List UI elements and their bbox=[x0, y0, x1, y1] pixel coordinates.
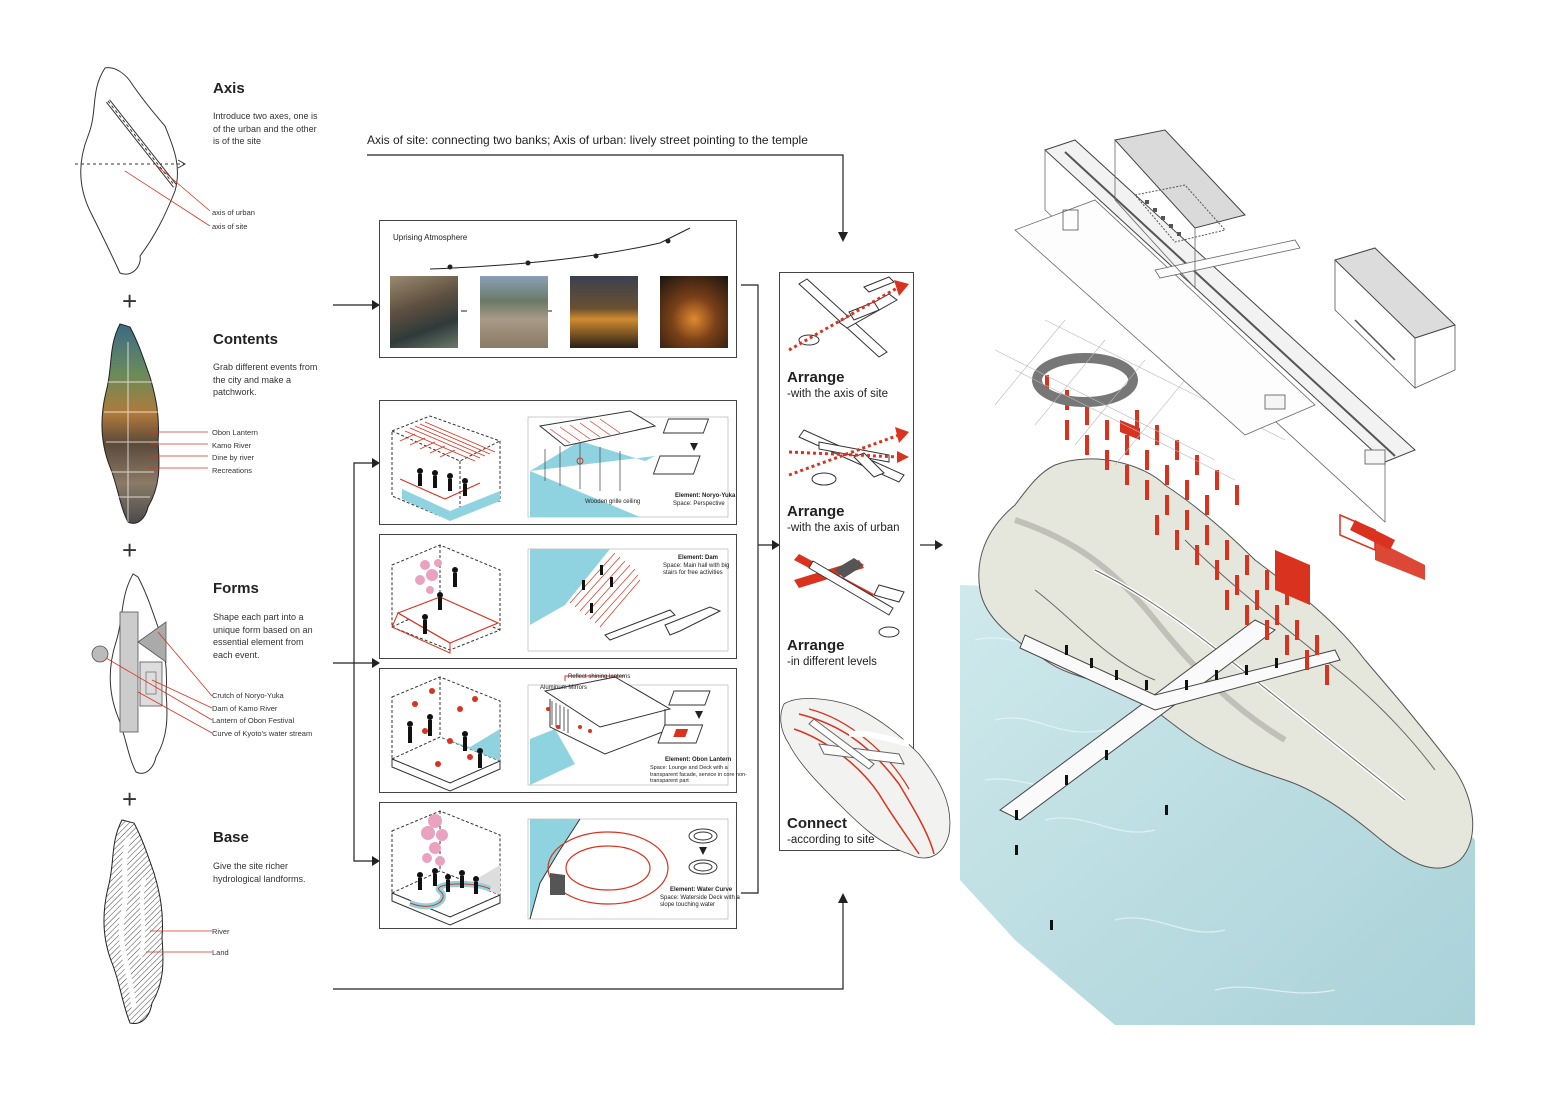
plus-sign: + bbox=[122, 784, 138, 814]
forms-title: Forms bbox=[213, 580, 259, 597]
obon-lantern-drawing bbox=[391, 675, 729, 792]
dam-drawing bbox=[391, 544, 729, 654]
contents-label-recreations: Recreations bbox=[212, 466, 253, 475]
atmosphere-title: Uprising Atmosphere bbox=[393, 233, 468, 242]
panel4-element: Element: Water Curve bbox=[670, 887, 733, 893]
panel1-annotation: Wooden grille ceiling bbox=[585, 499, 641, 505]
panel4-space: Space: Waterside Deck with a slope touch… bbox=[660, 895, 740, 908]
panel3-annotation: Aluminum Mirrors bbox=[540, 685, 588, 691]
panel3-space: Space: Lounge and Deck with a transparen… bbox=[650, 765, 747, 784]
base-label-river: River bbox=[212, 927, 230, 936]
plus-sign: + bbox=[122, 535, 138, 565]
forms-description: Shape each part into a unique form based… bbox=[213, 612, 313, 660]
roof-right-pavilion bbox=[1334, 247, 1456, 339]
forms-site-map bbox=[91, 573, 213, 774]
axis-caption: Axis of site: connecting two banks; Axis… bbox=[367, 133, 808, 147]
forms-label-lantern: Lantern of Obon Festival bbox=[212, 716, 295, 725]
base-description: Give the site richer hydrological landfo… bbox=[213, 861, 306, 884]
strategy-4-title: Connect bbox=[787, 815, 847, 832]
noryo-yuka-drawing bbox=[391, 410, 729, 521]
base-label-land: Land bbox=[212, 948, 229, 957]
panel1-space: Space: Perspective bbox=[673, 501, 725, 507]
element-panel-dam: Element: Dam Space: Main hall with big s… bbox=[379, 534, 737, 659]
panel3-callout: Reflect shining lanterns bbox=[568, 674, 631, 680]
element-panel-water-curve: Element: Water Curve Space: Waterside De… bbox=[379, 802, 740, 929]
roof-pavilion bbox=[1114, 129, 1246, 229]
ring-deck bbox=[1032, 353, 1138, 407]
contents-site-map bbox=[101, 323, 208, 524]
strategy-drawings bbox=[780, 276, 951, 859]
strategy-2-title: Arrange bbox=[787, 503, 845, 520]
element-panel-obon-lantern: Reflect shining lanterns Aluminum Mirror… bbox=[379, 668, 747, 793]
atmosphere-panel: Uprising Atmosphere bbox=[379, 220, 737, 358]
photo-river-bank bbox=[480, 276, 548, 348]
photo-riverside-night bbox=[570, 276, 638, 348]
axis-site-label: axis of site bbox=[212, 222, 248, 231]
strategy-1-title: Arrange bbox=[787, 369, 845, 386]
walkway-deck bbox=[999, 619, 1276, 821]
plus-sign: + bbox=[122, 286, 138, 316]
axis-urban-label: axis of urban bbox=[212, 208, 255, 217]
forms-label-crutch: Crutch of Noryo-Yuka bbox=[212, 691, 284, 700]
strategy-3-subtitle: -in different levels bbox=[787, 656, 877, 668]
strategy-3-title: Arrange bbox=[787, 637, 845, 654]
axis-site-map bbox=[75, 67, 211, 275]
contents-label-obon: Obon Lantern bbox=[212, 428, 258, 437]
roof-long-bar bbox=[1044, 139, 1416, 463]
panel2-space: Space: Main hall with big stairs for fre… bbox=[663, 563, 730, 576]
strategy-1-subtitle: -with the axis of site bbox=[787, 388, 888, 400]
base-site-map bbox=[103, 819, 212, 1025]
axis-description: Introduce two axes, one is of the urban … bbox=[213, 111, 318, 146]
forms-label-curve: Curve of Kyoto's water stream bbox=[212, 729, 313, 738]
base-title: Base bbox=[213, 829, 249, 846]
contents-description: Grab different events from the city and … bbox=[213, 362, 318, 397]
axis-title: Axis bbox=[213, 80, 245, 97]
photo-lanterns bbox=[660, 276, 728, 348]
contents-label-dine: Dine by river bbox=[212, 453, 255, 462]
contents-label-kamo: Kamo River bbox=[212, 441, 252, 450]
exploded-axonometric bbox=[960, 129, 1475, 1025]
water-curve-drawing bbox=[391, 810, 729, 926]
panel2-element: Element: Dam bbox=[678, 555, 719, 561]
panel1-element: Element: Noryo-Yuka bbox=[675, 493, 736, 499]
element-panel-noryo-yuka: Wooden grille ceiling Element: Noryo-Yuk… bbox=[379, 400, 737, 525]
strategy-2-subtitle: -with the axis of urban bbox=[787, 522, 900, 534]
photo-street bbox=[390, 276, 458, 348]
forms-label-dam: Dam of Kamo River bbox=[212, 704, 278, 713]
strategy-4-subtitle: -according to site bbox=[787, 834, 875, 846]
contents-title: Contents bbox=[213, 331, 278, 348]
panel3-element: Element: Obon Lantern bbox=[665, 757, 732, 763]
